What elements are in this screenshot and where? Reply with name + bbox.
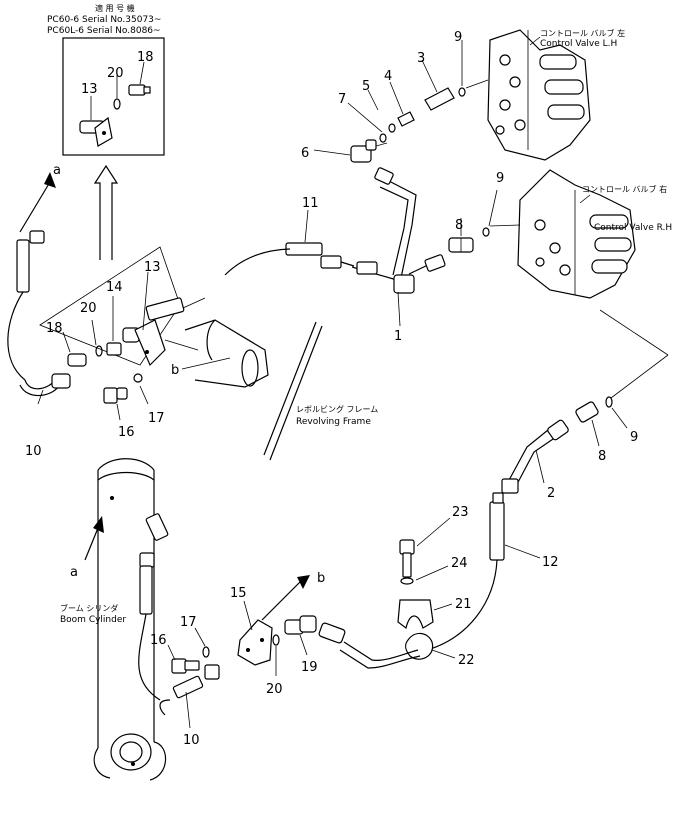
oring-9-top	[458, 87, 466, 97]
connector-8-lower	[575, 401, 599, 423]
callout-13-main: 13	[144, 260, 161, 275]
callout-2: 2	[547, 486, 555, 501]
callout-7: 7	[338, 92, 346, 107]
cushion-22	[404, 632, 434, 660]
ref-b-label-mid: b	[171, 363, 179, 378]
callout-22: 22	[458, 653, 475, 668]
ref-b-arrow-lower	[261, 575, 310, 621]
callout-14: 14	[106, 280, 123, 295]
inset-oring-20	[113, 98, 121, 110]
control-valve-lh	[487, 29, 591, 161]
hose-11	[224, 242, 355, 276]
hose-10-lower	[138, 565, 220, 716]
callout-1: 1	[394, 329, 402, 344]
callout-15: 15	[230, 586, 247, 601]
applicability-heading: 適 用 号 機	[95, 3, 135, 13]
valve-lh-en: Control Valve L.H	[540, 39, 617, 49]
adapter-18-main	[67, 353, 87, 367]
bracket-15	[237, 619, 273, 666]
callout-18-inset: 18	[137, 50, 154, 65]
ref-a-arrow-top	[19, 172, 56, 233]
callout-8-upper: 8	[455, 218, 463, 233]
washer-17-lower	[202, 646, 210, 658]
union-4	[397, 111, 415, 127]
tube-2	[501, 419, 569, 494]
elbow-6	[350, 139, 377, 163]
arrow-to-inset	[93, 164, 119, 260]
washer-17-upper	[133, 373, 143, 383]
valve-rh-en: Control Valve R.H	[594, 223, 672, 233]
callout-24: 24	[451, 556, 468, 571]
hose-fitting-lower	[318, 622, 421, 669]
callout-20-inset: 20	[107, 66, 124, 81]
control-valve-rh	[517, 169, 636, 299]
callout-16-lower: 16	[150, 633, 167, 648]
oring-7	[379, 133, 387, 143]
callout-18-main: 18	[46, 321, 63, 336]
callout-17-upper: 17	[148, 411, 165, 426]
clamp-21	[397, 599, 434, 630]
washer-24	[400, 577, 414, 585]
elbow-19	[284, 615, 317, 635]
boom-cylinder-sketch	[184, 319, 269, 388]
callout-6: 6	[301, 146, 309, 161]
bolt-16-upper	[103, 387, 128, 404]
callout-11: 11	[302, 196, 319, 211]
frame-section-lines	[263, 321, 323, 461]
bolt-23	[399, 539, 415, 578]
fitting-14	[106, 342, 122, 356]
ref-a-label-lower: a	[70, 565, 78, 580]
callout-17-lower: 17	[180, 615, 197, 630]
hose-10-left	[7, 230, 71, 396]
oring-9-mid	[482, 227, 490, 237]
callout-20-main: 20	[80, 301, 97, 316]
frame-label-jp: レボルビング フレーム	[296, 404, 378, 414]
ref-a-arrow-lower	[84, 516, 104, 561]
callout-13-inset: 13	[81, 82, 98, 97]
callout-21: 21	[455, 597, 472, 612]
callout-9-top: 9	[454, 30, 462, 45]
cylinder-label-jp: ブーム シリンダ	[60, 603, 118, 613]
tube-1	[351, 167, 446, 294]
bolt-16-lower	[171, 658, 200, 674]
callout-23: 23	[452, 505, 469, 520]
cylinder-port-fitting	[139, 513, 169, 568]
cylinder-label-en: Boom Cylinder	[60, 615, 126, 625]
oring-20-lower	[272, 634, 280, 646]
callout-4: 4	[384, 69, 392, 84]
ref-a-label-top: a	[53, 163, 61, 178]
boom-cylinder	[93, 458, 167, 781]
oring-9-lower	[605, 396, 613, 408]
callout-10-lower: 10	[183, 733, 200, 748]
callout-labels: 1 2 3 4 5 6 7 8 8 9 9 9 10 10 11 12 13 1…	[25, 30, 638, 748]
oring-20-main	[95, 345, 103, 357]
callout-12: 12	[542, 555, 559, 570]
applicability-line-1: PC60-6 Serial No.35073~	[47, 15, 161, 25]
callout-5: 5	[362, 79, 370, 94]
callout-8-lower: 8	[598, 449, 606, 464]
oring-5	[388, 123, 396, 133]
callout-3: 3	[417, 51, 425, 66]
hose-12	[419, 492, 505, 653]
valve-rh-jp: コントロール バルブ 右	[582, 184, 667, 194]
inset-box	[62, 37, 165, 156]
nipple-3	[424, 87, 455, 111]
applicability-line-2: PC60L-6 Serial No.8086~	[47, 26, 161, 36]
inset-elbow-13	[79, 116, 113, 147]
elbow-13-main	[122, 297, 185, 367]
inset-adapter-18	[128, 84, 151, 96]
valve-lh-jp: コントロール バルブ 左	[540, 28, 625, 38]
frame-label-en: Revolving Frame	[296, 417, 371, 427]
callout-10-upper: 10	[25, 444, 42, 459]
callout-9-mid: 9	[496, 171, 504, 186]
callout-9-lower: 9	[630, 430, 638, 445]
callout-20-lower: 20	[266, 682, 283, 697]
callout-19: 19	[301, 660, 318, 675]
connector-8-top	[448, 237, 474, 253]
callout-16-upper: 16	[118, 425, 135, 440]
ref-b-label-lower: b	[317, 571, 325, 586]
